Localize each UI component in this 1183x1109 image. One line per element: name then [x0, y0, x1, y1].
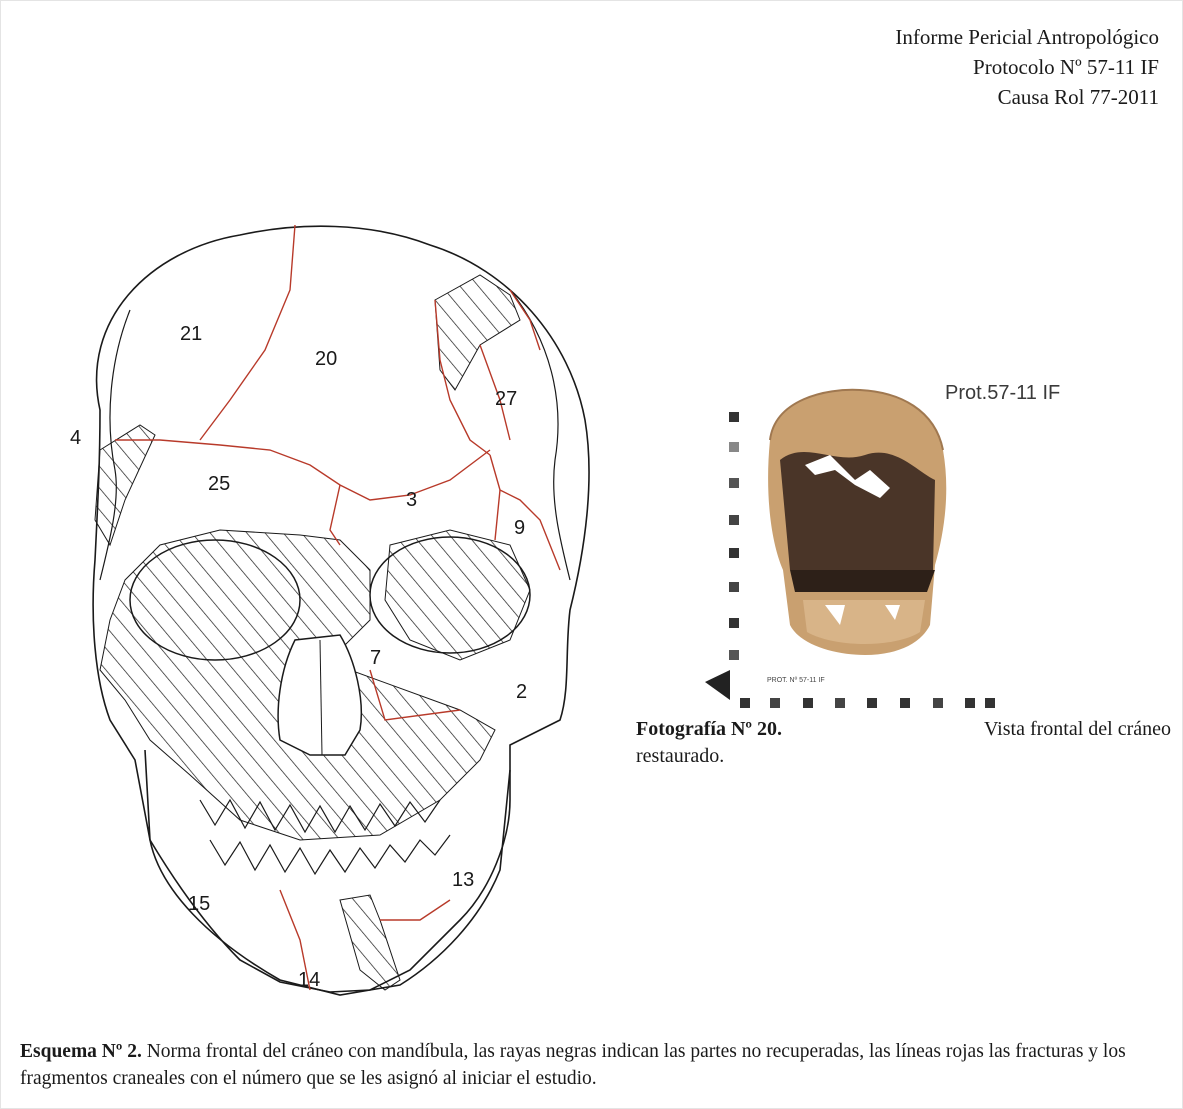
missing-region-chin [340, 895, 400, 990]
skull-diagram: 21 20 27 4 25 3 9 7 2 13 15 14 [40, 200, 640, 1010]
skull-photo [768, 390, 946, 655]
fragment-label-14: 14 [298, 969, 320, 991]
fragment-label-27: 27 [495, 388, 517, 410]
fragment-label-15: 15 [188, 893, 210, 915]
photo-caption-line2: restaurado. [636, 743, 1171, 770]
fragment-label-4: 4 [70, 427, 81, 449]
lower-teeth [210, 835, 450, 874]
fragment-label-7: 7 [370, 647, 381, 669]
missing-region-right-frontal [435, 275, 520, 390]
protocol-number: Protocolo Nº 57-11 IF [895, 52, 1159, 82]
photo-specimen-label: Prot.57-11 IF [945, 382, 1060, 405]
fragment-label-2: 2 [516, 681, 527, 703]
photo-caption-title: Fotografía Nº 20. [636, 716, 782, 743]
case-number: Causa Rol 77-2011 [895, 82, 1159, 112]
fragment-label-21: 21 [180, 323, 202, 345]
missing-region-left-temporal [95, 425, 155, 545]
missing-region-right-orbit [385, 530, 530, 660]
scheme-caption-text: Norma frontal del cráneo con mandíbula, … [20, 1041, 1126, 1089]
fragment-label-3: 3 [406, 489, 417, 511]
report-title: Informe Pericial Antropológico [895, 22, 1159, 52]
fragment-label-9: 9 [514, 517, 525, 539]
scheme-caption-title: Esquema Nº 2. [20, 1041, 142, 1062]
photo-image [695, 370, 1155, 715]
horizontal-scale-bar [740, 698, 995, 708]
photo-caption-text: Vista frontal del cráneo [984, 716, 1171, 743]
fragment-label-20: 20 [315, 348, 337, 370]
skull-photograph: Prot.57-11 IF PROT. Nº 57-11 IF [695, 370, 1155, 715]
photo-caption: Fotografía Nº 20. Vista frontal del crán… [636, 716, 1171, 770]
fragment-label-13: 13 [452, 869, 474, 891]
scheme-caption: Esquema Nº 2. Norma frontal del cráneo c… [20, 1038, 1170, 1092]
nasal-aperture [278, 635, 361, 755]
vertical-scale-bar [705, 412, 739, 700]
scale-tag: PROT. Nº 57-11 IF [767, 677, 825, 684]
report-header: Informe Pericial Antropológico Protocolo… [895, 22, 1159, 112]
fragment-label-25: 25 [208, 473, 230, 495]
